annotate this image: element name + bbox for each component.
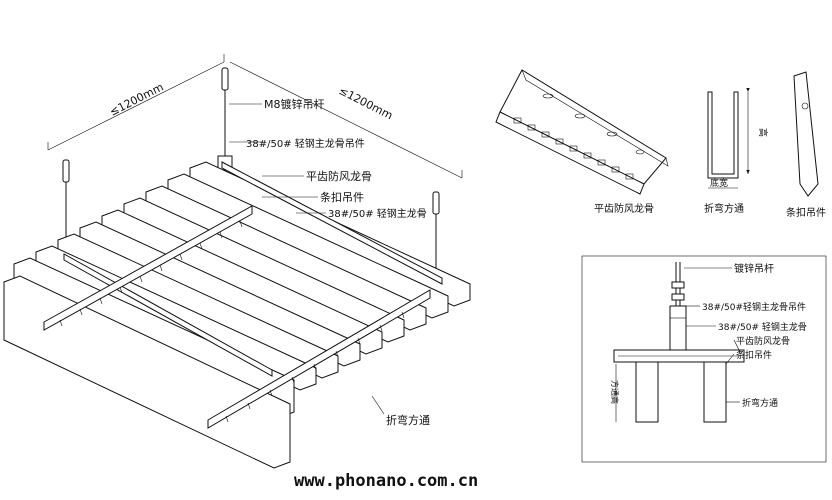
section-height-label: 方通高 — [610, 380, 620, 404]
label-main-hanger: 38#/50# 轻钢主龙骨吊件 — [246, 137, 365, 150]
section-rod-label: 镀锌吊杆 — [734, 262, 774, 275]
dimension-left: ≤1200mm — [107, 80, 165, 118]
part-square-tube: 高 底宽 折弯方通 — [704, 87, 769, 215]
label-wind-keel: 平齿防风龙骨 — [306, 169, 372, 183]
section-hanger — [669, 305, 687, 351]
website-url: www.phonano.com.cn — [294, 471, 478, 491]
section-clip-label: 条扣吊件 — [736, 349, 772, 361]
dimension-lines: ≤1200mm ≤1200mm — [47, 54, 463, 179]
section-tube-label: 折弯方通 — [742, 397, 778, 409]
part-tube-width-label: 底宽 — [710, 177, 728, 189]
section-tubes — [635, 361, 727, 423]
part-tube-height-label: 高 — [757, 128, 769, 137]
leader-lines — [229, 103, 385, 415]
section-frame — [581, 255, 827, 463]
section-rod — [671, 262, 685, 306]
label-main-keel: 38#/50# 轻钢主龙骨 — [328, 207, 427, 220]
wind-keels — [43, 205, 431, 429]
dimension-right: ≤1200mm — [337, 84, 395, 122]
label-clip: 条扣吊件 — [320, 190, 364, 204]
section-hanger-label: 38#/50#轻钢主龙骨吊件 — [702, 301, 806, 313]
part-wind-keel: 平齿防风龙骨 — [495, 69, 669, 215]
section-view: 方通高 镀锌吊杆 38#/50#轻钢主龙骨吊件 38#/50# 轻钢主龙骨 平齿… — [581, 255, 827, 463]
square-tubes — [3, 161, 471, 469]
part-tube-label: 折弯方通 — [704, 202, 744, 215]
hanger-rod — [217, 67, 233, 171]
parts-detail: 平齿防风龙骨 高 底宽 折弯方通 条扣吊件 — [495, 69, 826, 219]
label-rod: M8镀锌吊杆 — [264, 97, 325, 111]
part-clip: 条扣吊件 — [786, 71, 826, 219]
part-clip-label: 条扣吊件 — [786, 206, 826, 219]
label-tube: 折弯方通 — [386, 413, 430, 427]
section-keel-label: 38#/50# 轻钢主龙骨 — [718, 321, 807, 333]
isometric-assembly-view: ≤1200mm ≤1200mm — [3, 54, 471, 469]
section-keel — [613, 349, 745, 363]
section-wind-keel-label: 平齿防风龙骨 — [736, 335, 790, 347]
section-leaders — [684, 267, 741, 403]
part-wind-keel-label: 平齿防风龙骨 — [594, 202, 654, 215]
